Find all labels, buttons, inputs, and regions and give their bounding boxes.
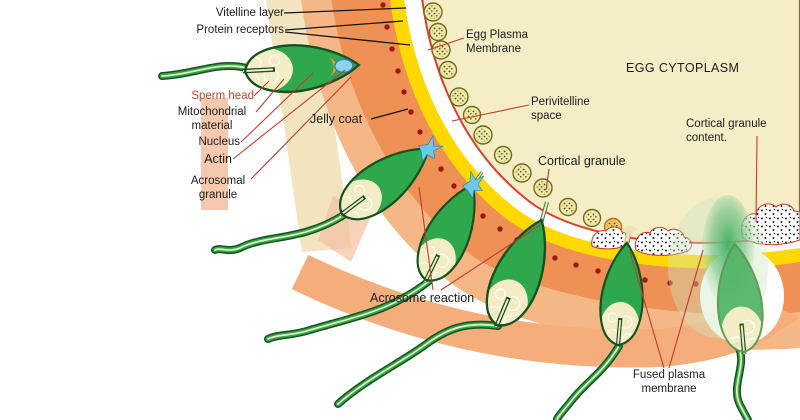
nucleus-entry-fan [622, 225, 637, 234]
label-fused-plasma-membrane: Fused plasma membrane [632, 369, 706, 395]
label-acrosome-reaction: Acrosome reaction [370, 291, 475, 305]
label-acrosomal-granule: Acrosomal granule [190, 175, 246, 201]
sperm-3-reacted [268, 170, 498, 339]
label-sperm-head: Sperm head [191, 90, 254, 102]
sperm-5-fusing [557, 225, 648, 419]
acrosomal-granule-shape [334, 58, 354, 73]
cortical-granule-released-content [591, 203, 800, 256]
label-cortical-granule-content: Cortical granule content. [686, 118, 767, 144]
label-protein-receptors: Protein receptors [196, 24, 284, 36]
label-egg-cytoplasm: EGG CYTOPLASM [626, 61, 740, 75]
acrosome-burst [461, 170, 485, 200]
label-actin: Actin [204, 152, 232, 166]
label-egg-plasma-membrane: Egg Plasma Membrane [466, 29, 529, 55]
leader-lines-black [283, 7, 411, 120]
acrosome-burst [418, 134, 444, 163]
label-vitelline-layer: Vitelline layer [215, 7, 284, 19]
sperm-4-penetrating [338, 201, 563, 404]
label-mitochondrial-material: Mitochondrial material [177, 106, 247, 132]
sperm-2-reacting [215, 123, 452, 250]
actin-crescent [329, 57, 337, 76]
label-nucleus: Nucleus [198, 136, 240, 148]
label-cortical-granule: Cortical granule [538, 154, 626, 168]
leader-lines-red [232, 37, 758, 369]
salmon-band [201, 98, 228, 210]
sperm-1-intact [162, 42, 360, 95]
label-jelly-coat: Jelly coat [310, 112, 363, 126]
label-perivitelline-space: Perivitelline space [531, 96, 590, 122]
